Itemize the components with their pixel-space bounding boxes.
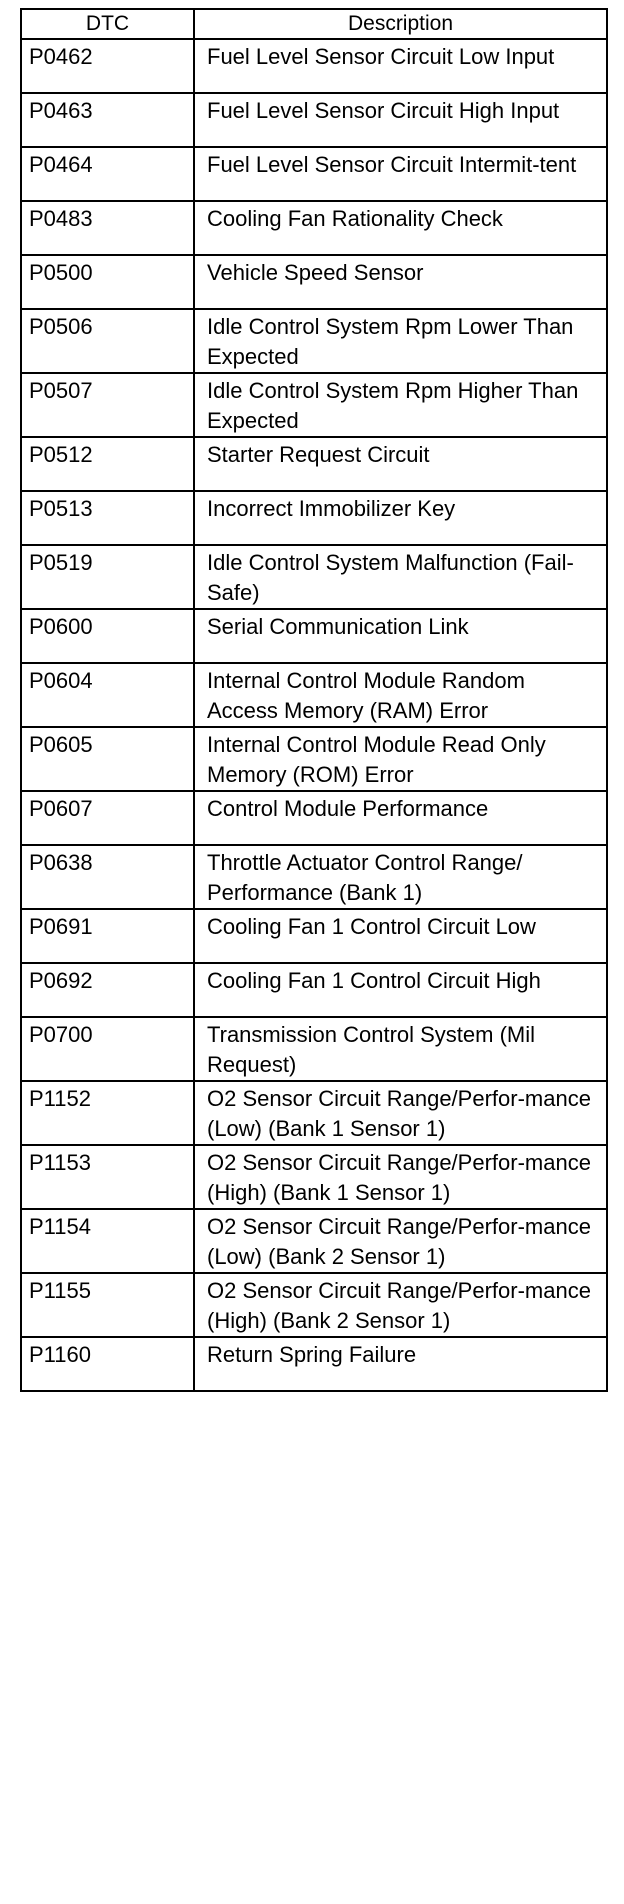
- table-row: P0483 Cooling Fan Rationality Check: [20, 200, 608, 256]
- description-cell: O2 Sensor Circuit Range/Perfor-mance (Lo…: [193, 1208, 608, 1274]
- description-cell: Starter Request Circuit: [193, 436, 608, 492]
- description-cell: O2 Sensor Circuit Range/Perfor-mance (Hi…: [193, 1272, 608, 1338]
- table-row: P0692 Cooling Fan 1 Control Circuit High: [20, 962, 608, 1018]
- dtc-code-cell: P0600: [20, 608, 195, 664]
- description-cell: Fuel Level Sensor Circuit Low Input: [193, 38, 608, 94]
- dtc-table: DTC Description P0462 Fuel Level Sensor …: [20, 8, 608, 1392]
- description-cell: Return Spring Failure: [193, 1336, 608, 1392]
- description-cell: Cooling Fan 1 Control Circuit Low: [193, 908, 608, 964]
- table-row: P0638 Throttle Actuator Control Range/ P…: [20, 844, 608, 910]
- dtc-code-cell: P0462: [20, 38, 195, 94]
- dtc-code-cell: P0513: [20, 490, 195, 546]
- table-body: P0462 Fuel Level Sensor Circuit Low Inpu…: [20, 38, 608, 1392]
- description-cell: Internal Control Module Random Access Me…: [193, 662, 608, 728]
- dtc-code-cell: P0507: [20, 372, 195, 438]
- dtc-code-cell: P0605: [20, 726, 195, 792]
- dtc-code-cell: P1160: [20, 1336, 195, 1392]
- table-row: P0700 Transmission Control System (Mil R…: [20, 1016, 608, 1082]
- table-row: P0462 Fuel Level Sensor Circuit Low Inpu…: [20, 38, 608, 94]
- dtc-code-cell: P1152: [20, 1080, 195, 1146]
- table-row: P1152 O2 Sensor Circuit Range/Perfor-man…: [20, 1080, 608, 1146]
- header-dtc: DTC: [20, 8, 195, 40]
- table-row: P0600 Serial Communication Link: [20, 608, 608, 664]
- dtc-code-cell: P0463: [20, 92, 195, 148]
- dtc-code-cell: P0607: [20, 790, 195, 846]
- description-cell: Cooling Fan 1 Control Circuit High: [193, 962, 608, 1018]
- dtc-code-cell: P1154: [20, 1208, 195, 1274]
- description-cell: Serial Communication Link: [193, 608, 608, 664]
- description-cell: Idle Control System Rpm Higher Than Expe…: [193, 372, 608, 438]
- dtc-code-cell: P0512: [20, 436, 195, 492]
- description-cell: O2 Sensor Circuit Range/Perfor-mance (Lo…: [193, 1080, 608, 1146]
- table-row: P1154 O2 Sensor Circuit Range/Perfor-man…: [20, 1208, 608, 1274]
- table-row: P0691 Cooling Fan 1 Control Circuit Low: [20, 908, 608, 964]
- table-row: P0519 Idle Control System Malfunction (F…: [20, 544, 608, 610]
- description-cell: Throttle Actuator Control Range/ Perform…: [193, 844, 608, 910]
- table-row: P1155 O2 Sensor Circuit Range/Perfor-man…: [20, 1272, 608, 1338]
- description-cell: Fuel Level Sensor Circuit Intermit-tent: [193, 146, 608, 202]
- description-cell: Idle Control System Malfunction (Fail-Sa…: [193, 544, 608, 610]
- description-cell: Incorrect Immobilizer Key: [193, 490, 608, 546]
- dtc-code-cell: P0700: [20, 1016, 195, 1082]
- description-cell: Internal Control Module Read Only Memory…: [193, 726, 608, 792]
- description-cell: Idle Control System Rpm Lower Than Expec…: [193, 308, 608, 374]
- dtc-code-cell: P0638: [20, 844, 195, 910]
- description-cell: Control Module Performance: [193, 790, 608, 846]
- description-cell: Cooling Fan Rationality Check: [193, 200, 608, 256]
- table-row: P0500 Vehicle Speed Sensor: [20, 254, 608, 310]
- dtc-code-cell: P0506: [20, 308, 195, 374]
- table-row: P0463 Fuel Level Sensor Circuit High Inp…: [20, 92, 608, 148]
- dtc-code-cell: P0692: [20, 962, 195, 1018]
- table-header-row: DTC Description: [20, 8, 608, 40]
- dtc-code-cell: P0691: [20, 908, 195, 964]
- table-row: P0605 Internal Control Module Read Only …: [20, 726, 608, 792]
- description-cell: Fuel Level Sensor Circuit High Input: [193, 92, 608, 148]
- table-row: P0513 Incorrect Immobilizer Key: [20, 490, 608, 546]
- description-cell: O2 Sensor Circuit Range/Perfor-mance (Hi…: [193, 1144, 608, 1210]
- table-row: P0604 Internal Control Module Random Acc…: [20, 662, 608, 728]
- description-cell: Vehicle Speed Sensor: [193, 254, 608, 310]
- header-description: Description: [193, 8, 608, 40]
- table-row: P0464 Fuel Level Sensor Circuit Intermit…: [20, 146, 608, 202]
- dtc-code-cell: P0604: [20, 662, 195, 728]
- table-row: P1153 O2 Sensor Circuit Range/Perfor-man…: [20, 1144, 608, 1210]
- dtc-code-cell: P0483: [20, 200, 195, 256]
- dtc-code-cell: P1155: [20, 1272, 195, 1338]
- dtc-code-cell: P0464: [20, 146, 195, 202]
- table-row: P0607 Control Module Performance: [20, 790, 608, 846]
- dtc-code-cell: P1153: [20, 1144, 195, 1210]
- table-row: P0512 Starter Request Circuit: [20, 436, 608, 492]
- table-row: P0507 Idle Control System Rpm Higher Tha…: [20, 372, 608, 438]
- description-cell: Transmission Control System (Mil Request…: [193, 1016, 608, 1082]
- dtc-code-cell: P0500: [20, 254, 195, 310]
- table-row: P1160 Return Spring Failure: [20, 1336, 608, 1392]
- table-row: P0506 Idle Control System Rpm Lower Than…: [20, 308, 608, 374]
- dtc-code-cell: P0519: [20, 544, 195, 610]
